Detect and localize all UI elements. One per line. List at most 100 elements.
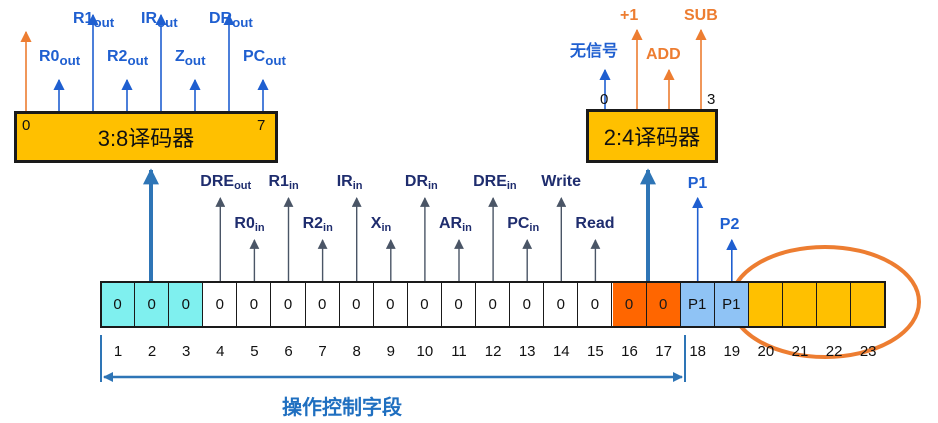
bit-cell: P1 bbox=[680, 282, 715, 327]
bit-cell bbox=[851, 282, 886, 327]
bit-number: 7 bbox=[318, 343, 327, 360]
decoder-2-4-label: 2:4译码器 bbox=[603, 125, 701, 150]
signal-name: PC bbox=[243, 48, 266, 65]
signal-name: R2 bbox=[107, 48, 128, 65]
signal-name: IR bbox=[336, 173, 353, 190]
signal-subscript: in bbox=[506, 180, 517, 192]
control-signal-label: R0in bbox=[234, 216, 264, 234]
decoder-3-8-out-label: PCout bbox=[243, 49, 286, 68]
signal-subscript: out bbox=[234, 180, 252, 192]
decoder-3-8-out-label: R0out bbox=[39, 49, 80, 68]
decoder-2-4-out-label: 无信号 bbox=[570, 43, 619, 60]
signal-subscript: out bbox=[184, 53, 206, 69]
signal-name: R2 bbox=[302, 215, 324, 232]
control-signal-label: R1in bbox=[269, 174, 299, 192]
signal-name: R0 bbox=[234, 215, 255, 232]
bit-cell: 0 bbox=[407, 282, 442, 327]
bit-cell: 0 bbox=[544, 282, 579, 327]
signal-subscript: out bbox=[127, 53, 149, 69]
signal-name: DR bbox=[209, 10, 233, 27]
decoder-3-8-pin-first: 0 bbox=[22, 117, 31, 134]
signal-subscript: out bbox=[157, 15, 178, 31]
bit-cell: 0 bbox=[442, 282, 477, 327]
control-signal-label: DRin bbox=[405, 174, 438, 192]
bit-number: 9 bbox=[386, 343, 395, 360]
signal-subscript: in bbox=[381, 222, 392, 234]
bit-number: 13 bbox=[518, 343, 536, 360]
signal-subscript: in bbox=[323, 222, 333, 234]
bit-number: 16 bbox=[621, 343, 638, 360]
decoder-3-8-out-label: R2out bbox=[107, 49, 148, 68]
decoder-2-4: 2:4译码器 bbox=[586, 109, 718, 163]
bit-cell: 0 bbox=[169, 282, 204, 327]
decoder-3-8-out-label: Zout bbox=[175, 49, 206, 68]
signal-subscript: in bbox=[428, 180, 438, 192]
bit-number: 18 bbox=[689, 343, 707, 360]
signal-subscript: in bbox=[529, 222, 540, 234]
signal-name: DRE bbox=[200, 173, 235, 190]
bit-cell: 0 bbox=[476, 282, 511, 327]
bit-cell bbox=[817, 282, 852, 327]
signal-subscript: in bbox=[462, 222, 472, 234]
pulse-label-p1: P1 bbox=[687, 175, 708, 192]
bit-number: 8 bbox=[352, 343, 361, 360]
bit-cell: 0 bbox=[612, 282, 647, 327]
bit-number: 2 bbox=[147, 343, 157, 360]
bit-cell: 0 bbox=[135, 282, 170, 327]
signal-name: Z bbox=[175, 48, 185, 65]
control-signal-label: DREin bbox=[473, 174, 517, 192]
decoder-3-8-out-label: DRout bbox=[209, 11, 253, 30]
signal-name: IR bbox=[141, 10, 157, 27]
signal-name: DRE bbox=[473, 173, 507, 190]
signal-name: R1 bbox=[73, 10, 94, 27]
bit-cell: 0 bbox=[646, 282, 681, 327]
bit-number: 11 bbox=[451, 343, 467, 360]
bit-cell: 0 bbox=[510, 282, 545, 327]
bit-number: 3 bbox=[182, 343, 191, 360]
bit-number: 5 bbox=[250, 343, 259, 360]
bit-cell: P1 bbox=[714, 282, 749, 327]
signal-name: R1 bbox=[268, 173, 289, 190]
control-signal-label: IRin bbox=[337, 174, 363, 192]
signal-name: AR bbox=[439, 215, 463, 232]
bit-cell bbox=[748, 282, 783, 327]
bit-cell bbox=[783, 282, 818, 327]
control-signal-label: Read bbox=[575, 216, 614, 232]
decoder-2-4-pin-last: 3 bbox=[707, 91, 716, 108]
bit-cell: 0 bbox=[578, 282, 613, 327]
bit-number: 4 bbox=[216, 343, 225, 360]
signal-subscript: out bbox=[59, 53, 81, 69]
bit-number: 19 bbox=[723, 343, 741, 360]
bit-cell: 0 bbox=[203, 282, 238, 327]
bit-number: 20 bbox=[757, 343, 775, 360]
bit-number: 1 bbox=[113, 343, 123, 360]
signal-subscript: in bbox=[288, 180, 299, 192]
bit-number: 15 bbox=[587, 343, 604, 360]
signal-name: Read bbox=[575, 215, 615, 232]
decoder-3-8-out-label: R1out bbox=[73, 11, 114, 30]
signal-name: X bbox=[370, 215, 382, 232]
signal-name: Write bbox=[541, 173, 582, 190]
bit-number: 17 bbox=[655, 343, 672, 360]
control-signal-label: Write bbox=[541, 174, 581, 190]
segment-label: 操作控制字段 bbox=[282, 397, 402, 419]
bit-cell: 0 bbox=[237, 282, 272, 327]
bit-number: 6 bbox=[284, 343, 293, 360]
signal-subscript: in bbox=[352, 180, 363, 192]
bit-cell: 0 bbox=[101, 282, 136, 327]
bit-cell: 0 bbox=[305, 282, 340, 327]
control-signal-label: R2in bbox=[303, 216, 333, 234]
bit-number: 10 bbox=[416, 343, 434, 360]
signal-name: R0 bbox=[39, 48, 60, 65]
bit-cell: 0 bbox=[271, 282, 306, 327]
control-signal-label: DREout bbox=[200, 174, 251, 192]
bit-field-frame bbox=[100, 281, 887, 328]
bit-number: 14 bbox=[552, 343, 570, 360]
signal-subscript: out bbox=[232, 15, 253, 31]
decoder-3-8-label: 3:8译码器 bbox=[97, 126, 195, 151]
decoder-2-4-out-label: +1 bbox=[620, 7, 639, 24]
decoder-2-4-out-label: ADD bbox=[646, 46, 681, 63]
signal-subscript: in bbox=[254, 222, 265, 234]
signal-name: DR bbox=[404, 173, 428, 190]
